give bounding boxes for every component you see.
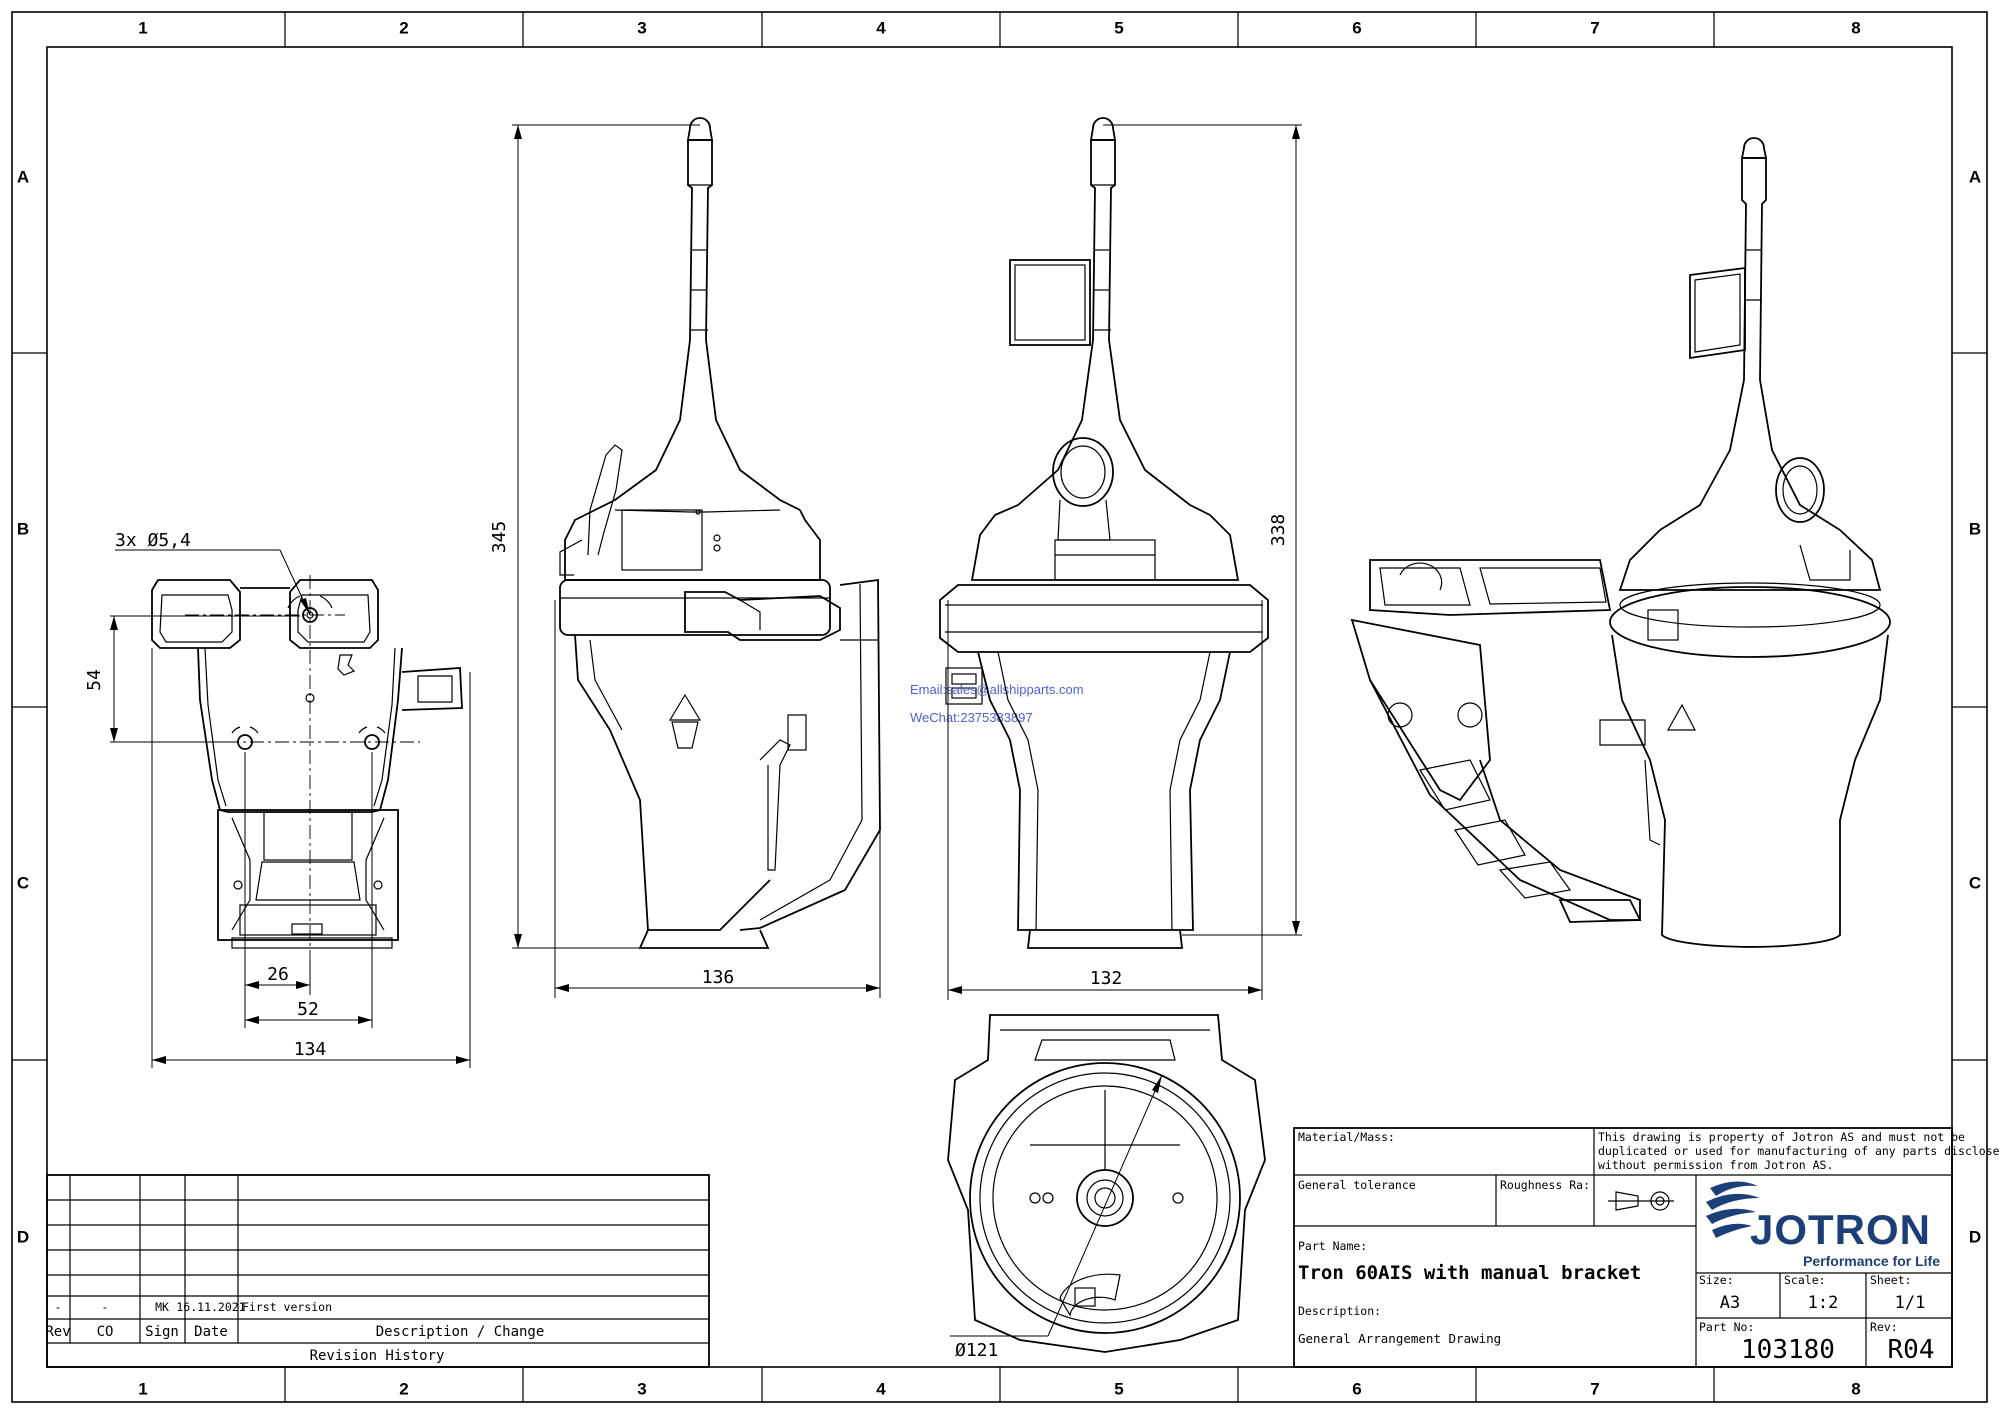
tb-size: A3 [1720, 1293, 1740, 1313]
grid-col-top-2: 2 [399, 18, 408, 37]
rev-row-date: 16.11.2021 [176, 1300, 245, 1314]
grid-labels-left: A B C D [17, 167, 29, 1246]
grid-col-top-8: 8 [1851, 18, 1860, 37]
grid-col-bottom-1: 1 [138, 1379, 147, 1398]
tb-description: General Arrangement Drawing [1298, 1331, 1501, 1346]
logo-word: JOTRON [1750, 1206, 1931, 1253]
dim-121: Ø121 [955, 1340, 998, 1361]
grid-row-left-C: C [17, 873, 29, 892]
jotron-logo: JOTRON Performance for Life [1706, 1181, 1940, 1269]
tb-rev: R04 [1888, 1335, 1935, 1365]
grid-col-top-5: 5 [1114, 18, 1123, 37]
tb-roughness-label: Roughness Ra: [1500, 1178, 1590, 1192]
grid-col-top-7: 7 [1590, 18, 1599, 37]
revision-table: - - MK 16.11.2021 First version Rev CO S… [45, 1174, 710, 1368]
rev-row-description: First version [242, 1300, 332, 1314]
front-view: 132 338 [939, 117, 1302, 1000]
grid-col-bottom-6: 6 [1352, 1379, 1361, 1398]
watermark-email: Email:sales@allshipparts.com [910, 682, 1084, 697]
grid-col-bottom-2: 2 [399, 1379, 408, 1398]
tb-sheet: 1/1 [1895, 1293, 1926, 1313]
grid-row-right-B: B [1969, 519, 1981, 538]
tb-sheet-label: Sheet: [1870, 1273, 1912, 1287]
outer-frame [11, 11, 1988, 1403]
dim-338: 338 [1268, 514, 1289, 547]
grid-row-left-B: B [17, 519, 29, 538]
rev-row-sign: MK [155, 1300, 169, 1314]
grid-row-left-D: D [17, 1227, 29, 1246]
grid-row-right-D: D [1969, 1227, 1981, 1246]
dim-holes: 3x Ø5,4 [115, 530, 191, 551]
rev-footer: Revision History [310, 1348, 445, 1364]
grid-row-right-C: C [1969, 873, 1981, 892]
projection-symbol-icon [1608, 1191, 1674, 1211]
dim-52: 52 [297, 999, 319, 1020]
grid-col-bottom-7: 7 [1590, 1379, 1599, 1398]
grid-col-top-4: 4 [876, 18, 886, 37]
tb-size-label: Size: [1699, 1273, 1734, 1287]
grid-row-right-A: A [1969, 167, 1981, 186]
watermark-qr-mark [945, 667, 983, 705]
rev-header-sign: Sign [145, 1324, 179, 1340]
side-view: 345 136 [489, 117, 881, 998]
tb-description-label: Description: [1298, 1304, 1381, 1318]
tb-notice-1: This drawing is property of Jotron AS an… [1598, 1130, 1965, 1144]
tb-notice-3: without permission from Jotron AS. [1598, 1158, 1833, 1172]
grid-col-bottom-3: 3 [637, 1379, 646, 1398]
grid-ticks [12, 12, 1987, 1402]
tb-part-no-label: Part No: [1699, 1320, 1754, 1334]
logo-tagline: Performance for Life [1803, 1253, 1940, 1269]
tb-part-name: Tron 60AIS with manual bracket [1298, 1262, 1641, 1284]
rev-row-co: - [102, 1300, 109, 1314]
tb-tolerance-label: General tolerance [1298, 1178, 1416, 1192]
isometric-view [1350, 137, 1891, 948]
rev-header-co: CO [97, 1324, 114, 1340]
tb-scale: 1:2 [1808, 1293, 1839, 1313]
rev-header-date: Date [194, 1324, 228, 1340]
dim-136: 136 [702, 967, 735, 988]
rev-row-rev: - [55, 1300, 62, 1314]
dim-54: 54 [84, 669, 105, 691]
dim-132: 132 [1090, 968, 1123, 989]
dim-345: 345 [489, 521, 510, 554]
grid-col-bottom-4: 4 [876, 1379, 886, 1398]
grid-col-bottom-8: 8 [1851, 1379, 1860, 1398]
tb-scale-label: Scale: [1784, 1273, 1826, 1287]
grid-labels-bottom: 1 2 3 4 5 6 7 8 [138, 1379, 1860, 1398]
rear-bracket-view: 3x Ø5,4 54 26 52 134 [84, 530, 471, 1068]
rev-header-rev: Rev [45, 1324, 70, 1340]
tb-rev-label: Rev: [1870, 1320, 1898, 1334]
tb-material-label: Material/Mass: [1298, 1130, 1395, 1144]
grid-col-top-3: 3 [637, 18, 646, 37]
bottom-view: Ø121 [947, 1014, 1266, 1361]
grid-col-top-6: 6 [1352, 18, 1361, 37]
grid-col-top-1: 1 [138, 18, 147, 37]
title-block: Material/Mass: This drawing is property … [1293, 1127, 1999, 1368]
tb-notice-2: duplicated or used for manufacturing of … [1598, 1144, 1999, 1158]
dim-26: 26 [267, 964, 289, 985]
watermark-wechat: WeChat:2375383897 [910, 710, 1033, 725]
grid-col-bottom-5: 5 [1114, 1379, 1123, 1398]
grid-labels-right: A B C D [1969, 167, 1981, 1246]
rev-header-description: Description / Change [376, 1324, 545, 1340]
tb-part-no: 103180 [1741, 1335, 1835, 1365]
tb-part-name-label: Part Name: [1298, 1239, 1367, 1253]
grid-row-left-A: A [17, 167, 29, 186]
grid-labels-top: 1 2 3 4 5 6 7 8 [138, 18, 1860, 37]
dim-134: 134 [294, 1039, 327, 1060]
